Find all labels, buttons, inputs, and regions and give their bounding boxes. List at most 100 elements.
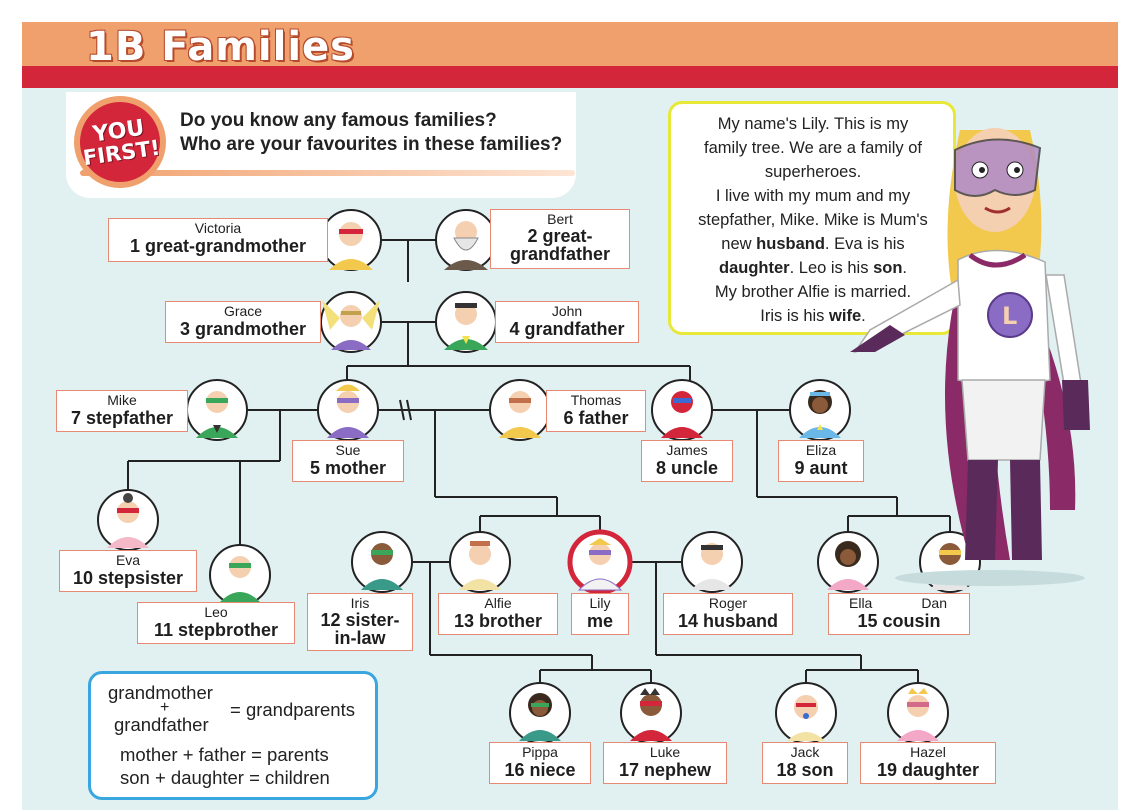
avatar-eliza bbox=[789, 379, 851, 441]
tree-lines bbox=[127, 239, 951, 683]
avatar-roger bbox=[681, 531, 743, 593]
member-name: Sue bbox=[335, 442, 361, 458]
member-role: 15 cousin bbox=[857, 611, 941, 631]
avatar-victoria bbox=[320, 209, 382, 271]
member-role: 13 brother bbox=[453, 611, 543, 631]
member-role: 2 great- bbox=[527, 226, 593, 246]
member-role: 6 father bbox=[563, 408, 629, 428]
avatar-eva bbox=[97, 489, 159, 551]
member-role: grandfather bbox=[509, 244, 610, 264]
avatar-luke bbox=[620, 682, 682, 744]
speech-fragment: new bbox=[721, 235, 757, 253]
member-name: Pippa bbox=[522, 744, 558, 760]
member-role: 7 stepfather bbox=[70, 408, 174, 428]
label-victoria: Victoria 1 great-grandmother bbox=[108, 218, 328, 262]
label-leo: Leo 11 stepbrother bbox=[137, 602, 295, 644]
legend-children: son + daughter = children bbox=[120, 767, 330, 788]
speech-line: new husband. Eva is his bbox=[672, 232, 954, 256]
avatar-ella bbox=[817, 531, 879, 593]
avatar-john bbox=[435, 291, 497, 353]
intro-underline bbox=[80, 170, 575, 176]
member-role: 17 nephew bbox=[618, 760, 712, 780]
speech-fragment: . bbox=[902, 259, 907, 277]
avatar-leo bbox=[209, 544, 271, 606]
label-eliza: Eliza 9 aunt bbox=[778, 440, 864, 482]
svg-text:L: L bbox=[1002, 302, 1017, 330]
member-name: Alfie bbox=[484, 595, 512, 611]
legend-plus: + bbox=[160, 699, 170, 716]
intro-question-2: Who are your favourites in these familie… bbox=[180, 134, 563, 155]
label-hazel: Hazel 19 daughter bbox=[860, 742, 996, 784]
label-iris: Iris 12 sister- in-law bbox=[307, 593, 413, 651]
label-grace: Grace 3 grandmother bbox=[165, 301, 321, 343]
label-pippa: Pippa 16 niece bbox=[489, 742, 591, 784]
avatar-jack bbox=[775, 682, 837, 744]
avatar-thomas bbox=[489, 379, 551, 441]
header-band bbox=[22, 22, 1118, 68]
member-role: 11 stepbrother bbox=[153, 620, 279, 640]
member-role: 4 grandfather bbox=[509, 319, 625, 339]
member-role: 9 aunt bbox=[794, 458, 848, 478]
member-name: Iris bbox=[350, 595, 370, 611]
label-lily: Lily me bbox=[571, 593, 629, 635]
speech-bubble bbox=[668, 101, 956, 335]
label-mike: Mike 7 stepfather bbox=[56, 390, 188, 432]
member-name: Thomas bbox=[570, 392, 622, 408]
label-roger: Roger 14 husband bbox=[663, 593, 793, 635]
avatar-alfie bbox=[449, 531, 511, 593]
legend-grandparents: = grandparents bbox=[230, 699, 355, 720]
member-name: James bbox=[666, 442, 708, 458]
member-role: 18 son bbox=[776, 760, 834, 780]
member-name: Eliza bbox=[805, 442, 837, 458]
member-name: John bbox=[551, 303, 583, 319]
member-role: 10 stepsister bbox=[72, 568, 184, 588]
speech-line: I live with my mum and my bbox=[715, 187, 911, 205]
member-role: 3 grandmother bbox=[179, 319, 307, 339]
member-role: in-law bbox=[334, 628, 386, 648]
member-role: 8 uncle bbox=[655, 458, 719, 478]
member-role: 12 sister- bbox=[320, 610, 400, 630]
header-stripe bbox=[22, 66, 1118, 88]
member-role: 14 husband bbox=[677, 611, 779, 631]
speech-fragment: . Leo is his bbox=[789, 259, 874, 277]
member-name: Eva bbox=[115, 552, 141, 568]
label-john: John 4 grandfather bbox=[495, 301, 639, 343]
keyword-daughter: daughter bbox=[719, 259, 790, 277]
member-role: 1 great-grandmother bbox=[129, 236, 307, 256]
member-name: Jack bbox=[790, 744, 820, 760]
avatar-pippa bbox=[509, 682, 571, 744]
member-name: Roger bbox=[708, 595, 748, 611]
keyword-husband: husband bbox=[756, 235, 825, 253]
member-name: Lily bbox=[589, 595, 611, 611]
label-eva: Eva 10 stepsister bbox=[59, 550, 197, 592]
member-name: Mike bbox=[107, 392, 137, 408]
label-thomas: Thomas 6 father bbox=[546, 390, 646, 432]
member-role: me bbox=[586, 611, 613, 631]
member-name: Grace bbox=[223, 303, 263, 319]
member-name: Leo bbox=[204, 604, 228, 620]
member-name: Luke bbox=[649, 744, 681, 760]
speech-line: Iris is his wife. bbox=[672, 304, 954, 328]
label-alfie: Alfie 13 brother bbox=[438, 593, 558, 635]
speech-line: My name's Lily. This is my bbox=[717, 115, 909, 133]
keyword-wife: wife bbox=[829, 307, 862, 325]
intro-question-1: Do you know any famous families? bbox=[180, 110, 497, 131]
speech-line: family tree. We are a family of bbox=[704, 139, 922, 157]
speech-text: My name's Lily. This is my family tree. … bbox=[672, 112, 954, 328]
member-name: Bert bbox=[547, 211, 573, 227]
speech-fragment: . Eva is his bbox=[824, 235, 905, 253]
legend-parents: mother + father = parents bbox=[120, 744, 329, 765]
speech-fragment: . bbox=[861, 307, 866, 325]
avatar-hazel bbox=[887, 682, 949, 744]
member-name: Ella bbox=[849, 595, 873, 611]
avatar-bert bbox=[435, 209, 497, 271]
label-sue: Sue 5 mother bbox=[292, 440, 404, 482]
keyword-son: son bbox=[873, 259, 903, 277]
member-role: 16 niece bbox=[504, 760, 576, 780]
avatar-james bbox=[651, 379, 713, 441]
speech-fragment: Iris is his bbox=[760, 307, 830, 325]
member-role: 19 daughter bbox=[876, 760, 980, 780]
